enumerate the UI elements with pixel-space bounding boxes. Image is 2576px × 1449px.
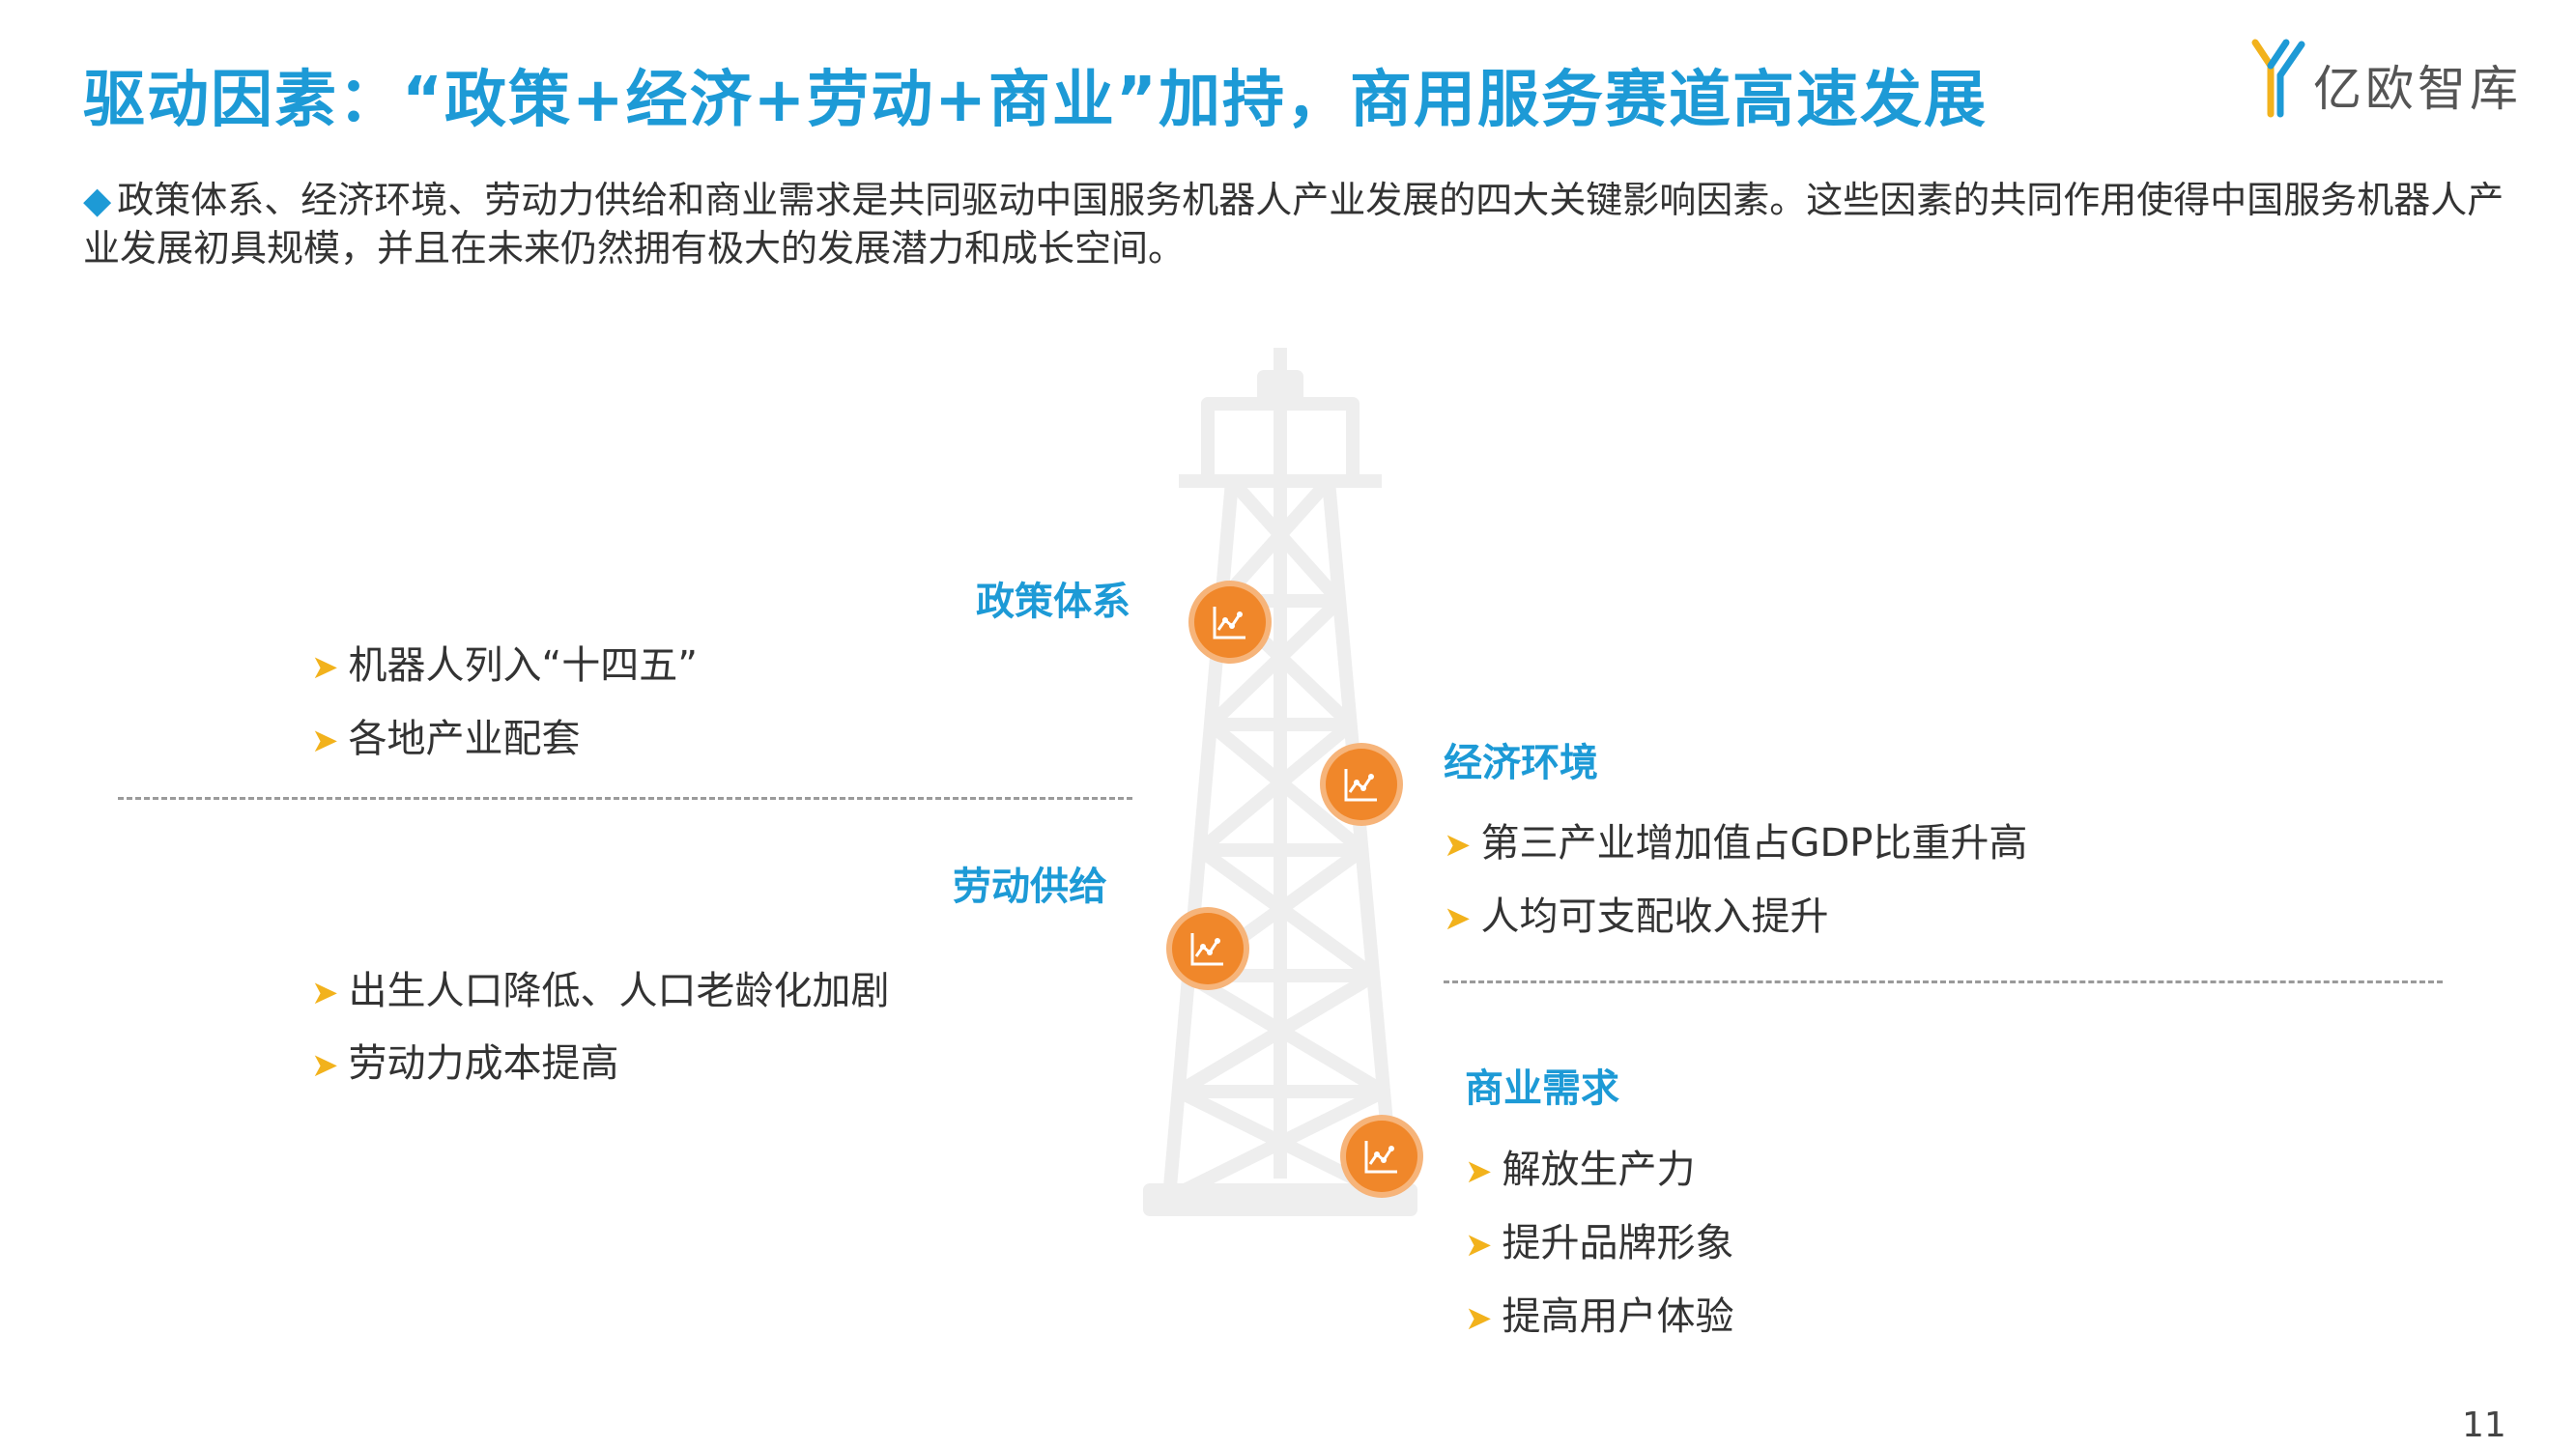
divider-left	[118, 797, 1132, 800]
arrow-right-icon: ➤	[1444, 826, 1472, 865]
economy-item: ➤第三产业增加值占GDP比重升高	[1444, 821, 2028, 866]
chart-line-icon	[1213, 607, 1245, 639]
brand-logo: 亿欧智库	[2251, 37, 2541, 124]
chart-line-icon	[1364, 1141, 1397, 1174]
policy-title: 政策体系	[976, 580, 1131, 624]
labor-item: ➤劳动力成本提高	[311, 1041, 619, 1086]
economy-item: ➤人均可支配收入提升	[1444, 895, 1829, 939]
arrow-right-icon: ➤	[1465, 1152, 1493, 1191]
diamond-bullet-icon: ◆	[83, 179, 112, 221]
economy-title: 经济环境	[1444, 741, 1598, 785]
policy-item: ➤机器人列入“十四五”	[311, 643, 698, 688]
policy-node	[1194, 586, 1266, 658]
business-node	[1346, 1121, 1417, 1192]
labor-item: ➤出生人口降低、人口老龄化加剧	[311, 969, 890, 1013]
divider-right	[1444, 980, 2443, 983]
policy-item: ➤各地产业配套	[311, 717, 581, 761]
arrow-right-icon: ➤	[1444, 899, 1472, 938]
labor-title: 劳动供给	[953, 865, 1107, 909]
page-title: 驱动因素：“政策+经济+劳动+商业”加持，商用服务赛道高速发展	[83, 65, 1988, 136]
intro-paragraph: ◆政策体系、经济环境、劳动力供给和商业需求是共同驱动中国服务机器人产业发展的四大…	[83, 176, 2518, 272]
arrow-right-icon: ➤	[311, 974, 339, 1012]
arrow-right-icon: ➤	[311, 722, 339, 760]
logo-text: 亿欧智库	[2313, 61, 2522, 117]
yiou-logo-icon	[2251, 39, 2305, 118]
chart-line-icon	[1344, 769, 1377, 802]
arrow-right-icon: ➤	[311, 1046, 339, 1085]
arrow-right-icon: ➤	[1465, 1299, 1493, 1338]
business-item: ➤解放生产力	[1465, 1148, 1696, 1192]
arrow-right-icon: ➤	[311, 648, 339, 687]
chart-line-icon	[1190, 933, 1223, 966]
intro-text: 政策体系、经济环境、劳动力供给和商业需求是共同驱动中国服务机器人产业发展的四大关…	[83, 179, 2504, 270]
business-item: ➤提升品牌形象	[1465, 1221, 1734, 1265]
labor-node	[1172, 913, 1244, 984]
business-title: 商业需求	[1465, 1066, 1619, 1111]
arrow-right-icon: ➤	[1465, 1226, 1493, 1264]
economy-node	[1326, 749, 1397, 820]
page-number: 11	[2462, 1406, 2506, 1445]
business-item: ➤提高用户体验	[1465, 1294, 1734, 1339]
